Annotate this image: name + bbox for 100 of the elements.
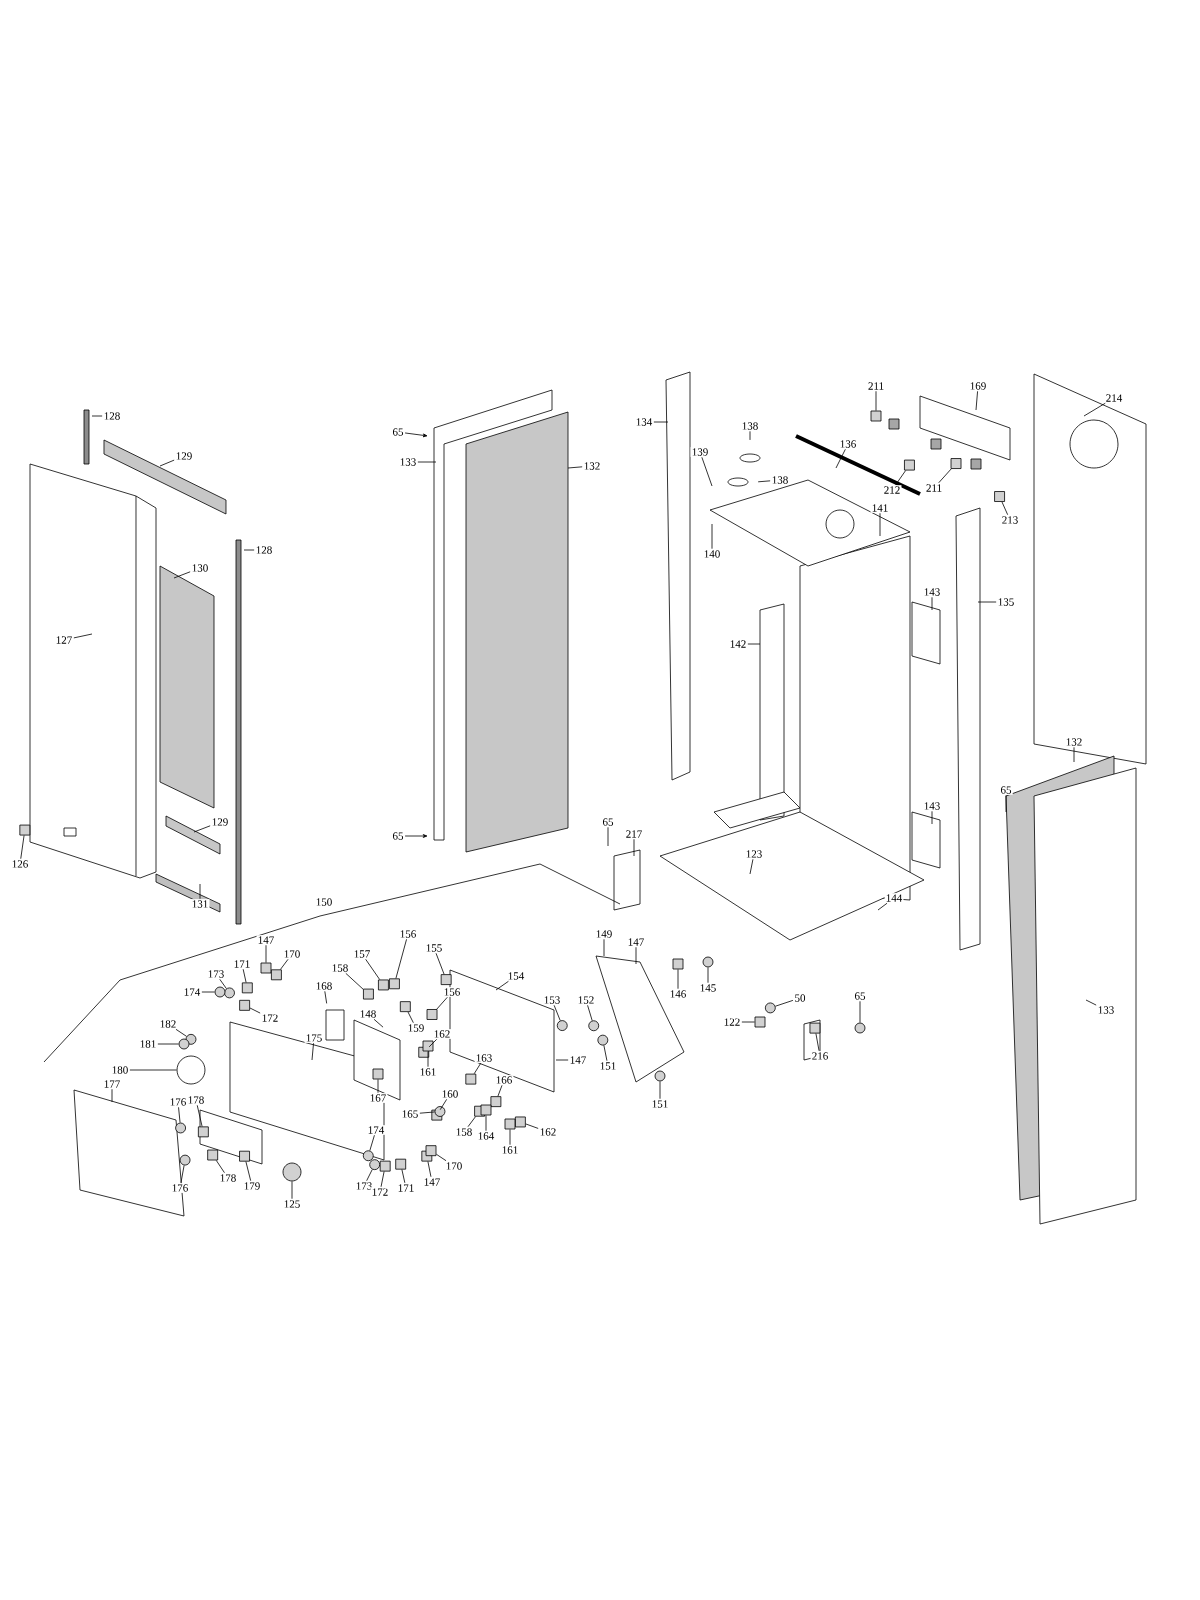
block-part <box>379 1160 391 1172</box>
round-part <box>282 1162 302 1182</box>
leader-line <box>157 1043 179 1045</box>
block-part <box>372 1068 384 1080</box>
leader-line <box>419 1111 435 1114</box>
leader-line <box>775 1000 794 1007</box>
block-part <box>239 1150 250 1162</box>
leader-line <box>567 466 583 469</box>
block-part <box>239 999 251 1011</box>
leader-line <box>635 946 637 965</box>
leader-line <box>404 834 428 838</box>
leader-line <box>324 990 328 1004</box>
leader-line <box>428 1038 438 1048</box>
block-part <box>994 491 1005 502</box>
leader-line <box>555 1059 569 1061</box>
block-part <box>260 962 272 974</box>
block-part <box>395 1158 407 1170</box>
round-part <box>764 1002 776 1014</box>
leader-line <box>467 1116 476 1128</box>
leader-line <box>377 1079 379 1094</box>
leader-line <box>345 972 364 990</box>
leader-line <box>173 571 191 579</box>
leader-line <box>427 1161 432 1178</box>
block-part <box>426 1009 438 1020</box>
leader-line <box>291 1181 293 1200</box>
leader-line <box>977 601 997 603</box>
leader-line <box>859 1000 861 1023</box>
leader-line <box>380 1171 385 1188</box>
block-part <box>809 1022 821 1034</box>
leader-line <box>497 1084 503 1097</box>
leader-line <box>525 1123 539 1129</box>
leader-line <box>436 996 448 1010</box>
leader-line <box>877 902 888 911</box>
leader-line <box>73 633 93 639</box>
block-part <box>504 1118 516 1130</box>
leader-line <box>1085 999 1097 1006</box>
leader-line <box>553 1004 561 1021</box>
leader-line <box>633 838 635 857</box>
block-part <box>950 458 962 469</box>
leader-line <box>215 1160 225 1174</box>
leader-line <box>219 978 227 989</box>
leader-line <box>749 858 754 875</box>
round-part <box>362 1150 374 1162</box>
round-part <box>654 1070 666 1082</box>
round-part <box>214 986 226 998</box>
block-part <box>207 1149 219 1161</box>
leader-line <box>401 1169 406 1184</box>
round-part <box>178 1038 190 1050</box>
block-part <box>197 1126 209 1138</box>
block-part <box>363 988 374 1000</box>
block-part <box>399 1001 411 1013</box>
leader-line <box>193 825 211 833</box>
leader-line <box>436 1153 447 1162</box>
leader-line <box>395 938 407 979</box>
block-part <box>389 978 400 990</box>
leader-line <box>159 459 175 467</box>
leader-line <box>757 480 771 483</box>
round-part <box>588 1020 600 1032</box>
leader-line <box>369 1134 375 1151</box>
leader-line <box>931 596 933 611</box>
leader-line <box>199 883 201 900</box>
block-part <box>514 1116 526 1128</box>
block-part <box>19 824 31 836</box>
leader-line <box>366 1169 373 1182</box>
leader-line <box>603 1045 608 1062</box>
round-part <box>434 1106 446 1117</box>
round-part <box>369 1159 381 1171</box>
leader-line <box>659 1081 661 1100</box>
leader-line <box>20 835 25 860</box>
leader-line <box>404 432 428 438</box>
leader-line <box>895 470 907 486</box>
leader-line <box>815 1033 820 1052</box>
leader-line <box>603 938 605 957</box>
leader-line <box>417 461 437 463</box>
leader-line <box>741 1021 755 1023</box>
block-part <box>425 1145 437 1157</box>
leader-line <box>280 958 289 970</box>
leader-line <box>180 1165 185 1184</box>
leader-line <box>938 468 952 484</box>
leader-line <box>587 1004 593 1021</box>
block-part <box>241 982 253 994</box>
round-part <box>556 1020 568 1031</box>
round-part <box>224 987 235 999</box>
leader-line <box>711 523 713 550</box>
leader-line <box>875 390 877 411</box>
leader-line <box>495 980 509 991</box>
leader-line <box>365 958 381 980</box>
leader-line <box>439 1098 448 1111</box>
leader-line <box>975 390 978 411</box>
leader-line <box>1001 501 1009 516</box>
block-part <box>271 969 282 981</box>
leader-line <box>607 826 609 847</box>
leader-line <box>1005 794 1007 813</box>
block-part <box>465 1073 477 1085</box>
leader-line <box>243 549 255 551</box>
block-part <box>870 410 882 422</box>
leader-line <box>1073 746 1075 763</box>
leader-line <box>249 1007 261 1014</box>
round-part <box>176 1055 206 1085</box>
round-part <box>175 1122 186 1134</box>
